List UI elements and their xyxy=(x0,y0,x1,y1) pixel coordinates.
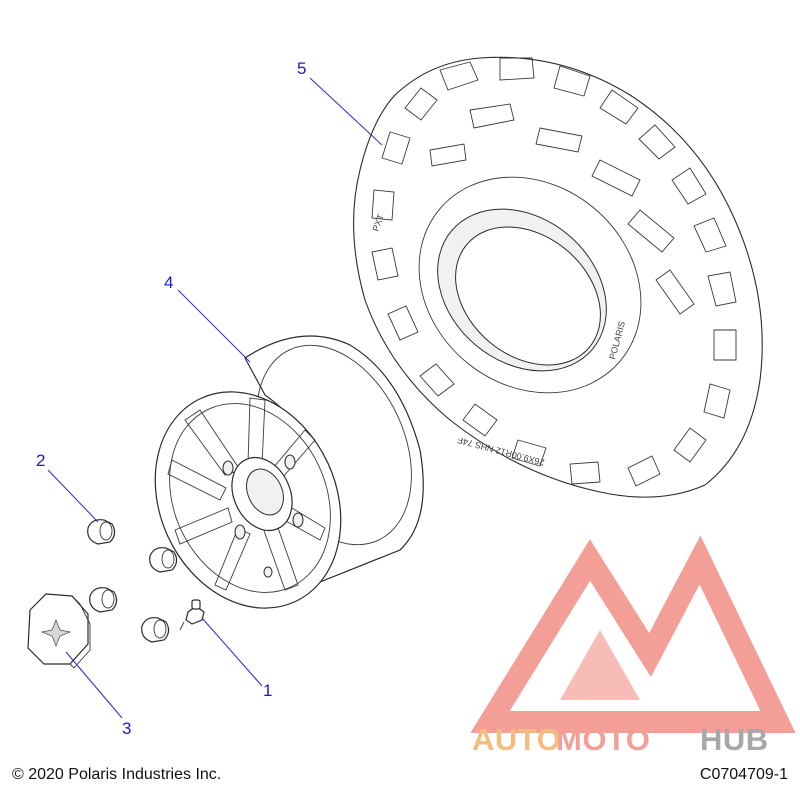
wheel-rim-center-bore xyxy=(246,468,284,516)
center-cap[interactable] xyxy=(27,593,91,669)
watermark-text-moto: MOTO xyxy=(556,722,650,757)
lug-nut xyxy=(89,587,118,613)
watermark-logo: AUTO MOTO HUB xyxy=(470,535,796,757)
watermark-triangle-mark xyxy=(470,535,796,733)
callout-5: 5 xyxy=(297,59,306,78)
tire[interactable]: POLARIS PXT 26X9.00R12 NHS 74F xyxy=(353,56,763,498)
callout-3: 3 xyxy=(122,719,131,738)
wheel-rim-spokes xyxy=(167,397,326,591)
wheel-rim[interactable] xyxy=(121,320,442,638)
callout-1: 1 xyxy=(263,681,272,700)
leader-line-3 xyxy=(65,651,123,719)
leader-line-5 xyxy=(309,77,383,146)
leader-line-4 xyxy=(177,289,251,363)
leader-line-1 xyxy=(201,617,263,687)
callout-4: 4 xyxy=(164,273,173,292)
wheel-rim-face-inner xyxy=(169,403,331,593)
copyright-notice: © 2020 Polaris Industries Inc. xyxy=(12,766,222,783)
center-cap-star-icon xyxy=(40,618,72,648)
valve-stem[interactable] xyxy=(179,599,205,631)
lug-nut xyxy=(149,547,178,573)
watermark-text-hub: HUB xyxy=(700,722,769,757)
callout-2: 2 xyxy=(36,451,45,470)
lug-nut xyxy=(87,519,116,545)
leader-line-2 xyxy=(47,469,99,523)
wheel-rim-lug-holes xyxy=(222,454,304,540)
diagram-code: C0704709-1 xyxy=(699,766,788,783)
wheel-rim-valve-hole xyxy=(263,566,273,578)
callout-labels: 1 2 3 4 5 xyxy=(36,59,306,738)
tire-bead-inner xyxy=(455,226,601,366)
tire-sidewall-rim-edge xyxy=(418,176,642,394)
leader-lines xyxy=(47,77,383,719)
tire-tread-lugs xyxy=(371,57,737,487)
watermark-inner-mark xyxy=(560,630,640,700)
lug-nuts[interactable] xyxy=(87,519,178,643)
watermark-text-auto: AUTO xyxy=(472,722,561,757)
lug-nut xyxy=(141,617,170,643)
